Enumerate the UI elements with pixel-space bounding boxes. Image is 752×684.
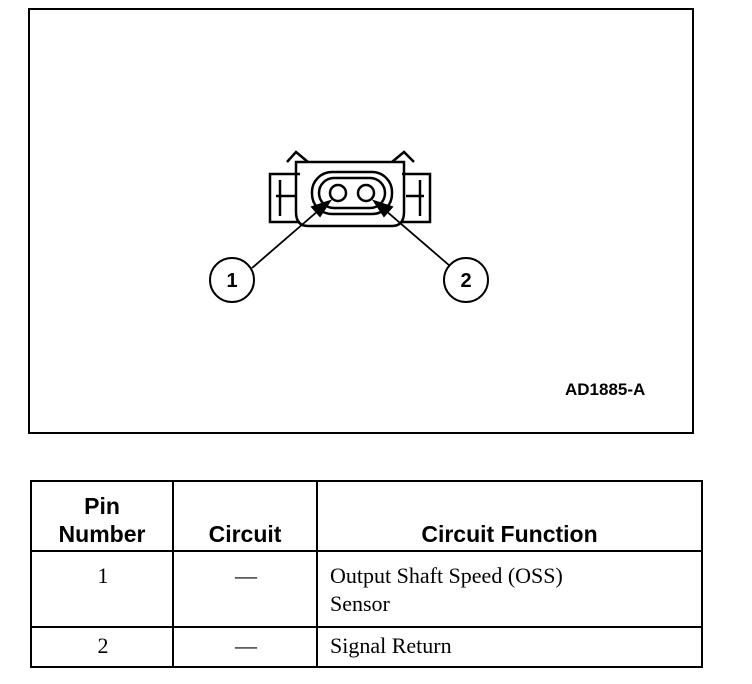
callout-2: 2	[443, 257, 489, 303]
callout-1: 1	[209, 257, 255, 303]
header-pin-number-line-1: Pin	[84, 493, 120, 519]
pin-number-cell: 1	[30, 550, 174, 628]
circuit-function-cell: Signal Return	[316, 626, 703, 668]
table-row: 1 — Output Shaft Speed (OSS) Sensor	[30, 550, 703, 628]
pin-1-terminal	[328, 183, 348, 203]
header-pin-number-line-2: Number	[58, 521, 146, 547]
header-circuit: Circuit	[172, 480, 318, 552]
header-pin-number: Pin Number	[30, 480, 174, 552]
circuit-cell: —	[172, 626, 318, 668]
table-row: 2 — Signal Return	[30, 626, 703, 668]
circuit-function-line: Signal Return	[330, 633, 452, 658]
leader-lines	[251, 199, 451, 269]
connector-diagram: 1 2	[209, 150, 489, 303]
figure-code: AD1885-A	[565, 380, 646, 399]
pin-2-terminal	[356, 183, 376, 203]
circuit-function-line: Output Shaft Speed (OSS)	[330, 563, 563, 588]
circuit-function-line: Sensor	[330, 591, 390, 616]
pin-table: Pin Number Circuit Circuit Function 1 — …	[30, 480, 703, 668]
table-header-row: Pin Number Circuit Circuit Function	[30, 480, 703, 552]
circuit-cell: —	[172, 550, 318, 628]
circuit-function-cell: Output Shaft Speed (OSS) Sensor	[316, 550, 703, 628]
pin-number-cell: 2	[30, 626, 174, 668]
header-circuit-function: Circuit Function	[316, 480, 703, 552]
callout-2-label: 2	[460, 270, 471, 292]
connector-diagram-frame	[28, 8, 694, 434]
callout-1-label: 1	[226, 270, 237, 292]
connector-body	[268, 150, 432, 228]
